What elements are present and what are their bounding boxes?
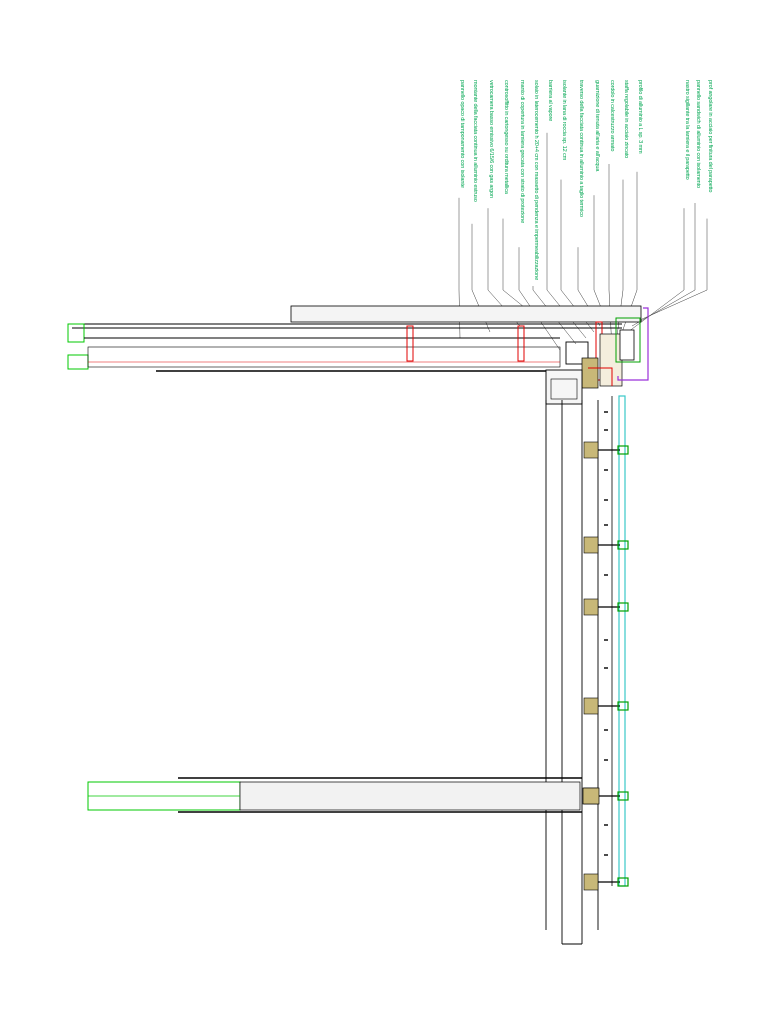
parapet-insulation bbox=[599, 333, 623, 387]
bracket-block bbox=[583, 598, 599, 616]
parapet-red-trim bbox=[588, 367, 613, 386]
annotation-n16: pannello opaco di tamponamento con isola… bbox=[459, 80, 465, 188]
leader-n6 bbox=[608, 164, 613, 351]
steel-post-1 bbox=[406, 325, 414, 362]
leader-n12 bbox=[518, 247, 561, 351]
mullion-bracket bbox=[583, 598, 629, 616]
wall-anchors bbox=[604, 411, 608, 856]
floor-assembly bbox=[87, 777, 600, 813]
annotation-n12: manto di copertura in lamiera grecata co… bbox=[519, 80, 525, 223]
annotation-n7: guarnizione di tenuta all'aria e all'acq… bbox=[594, 80, 600, 172]
mullion-bracket bbox=[583, 441, 629, 459]
leader-n3 bbox=[627, 208, 685, 333]
floor-insulation bbox=[239, 781, 581, 811]
annotation-n3: nastro sigillante tra la lamiera e il pa… bbox=[684, 80, 690, 180]
bracket-block bbox=[583, 441, 599, 459]
mullion-bracket bbox=[583, 536, 629, 554]
bracket-clip bbox=[617, 791, 629, 801]
ceiling-panel-outline bbox=[67, 354, 89, 370]
leader-n7 bbox=[593, 195, 607, 321]
parapet-cap-core bbox=[619, 329, 635, 361]
bracket-clip bbox=[617, 877, 629, 887]
parapet-box bbox=[565, 341, 589, 365]
roof-assembly bbox=[67, 305, 649, 405]
edge-beam bbox=[545, 369, 583, 405]
annotation-n10: barriera al vapore bbox=[547, 80, 553, 121]
bracket-clip bbox=[617, 540, 629, 550]
bracket-block bbox=[583, 697, 599, 715]
curtain-wall bbox=[545, 395, 626, 945]
roof-slab-green-outline bbox=[67, 323, 85, 343]
bracket-clip bbox=[617, 602, 629, 612]
mullion-bracket bbox=[583, 697, 629, 715]
mullion-bracket bbox=[583, 873, 629, 891]
leader-n2 bbox=[631, 203, 696, 327]
bracket-block bbox=[583, 536, 599, 554]
annotation-n13: controsoffitto in cartongesso su orditur… bbox=[503, 80, 509, 195]
annotation-block: prof angolare in acciaio per finitura de… bbox=[459, 80, 713, 280]
ceiling-band-outline bbox=[87, 346, 561, 368]
bracket-clip bbox=[617, 445, 629, 455]
leader-n1 bbox=[639, 218, 708, 321]
annotation-n15: montante della facciata continua in allu… bbox=[472, 80, 478, 202]
leader-n11 bbox=[532, 286, 577, 345]
annotation-n1: prof angolare in acciaio per finitura de… bbox=[707, 80, 713, 192]
annotation-n4: profilo di alluminio a L sp. 3 mm bbox=[637, 80, 643, 154]
edge-beam-inner bbox=[550, 378, 578, 400]
floor-edge-wood bbox=[582, 787, 600, 805]
annotation-n14: vetrocamera basso emissivo 6/15/6 con ga… bbox=[488, 80, 494, 198]
parapet-flashing-trim bbox=[617, 307, 649, 381]
parapet-cap-green bbox=[615, 317, 641, 363]
leader-n5 bbox=[615, 179, 624, 345]
bracket-block bbox=[583, 873, 599, 891]
annotation-n11: solaio in laterocemento h 20+4 cm con ma… bbox=[533, 80, 539, 280]
glass-pane bbox=[618, 395, 626, 887]
annotation-n5: staffa regolabile in acciaio zincato bbox=[623, 80, 629, 158]
mullion-brackets bbox=[583, 441, 629, 891]
roof-top-insulation bbox=[290, 305, 642, 323]
annotation-n6: cordolo in calcestruzzo armato bbox=[609, 80, 615, 151]
bracket-clip bbox=[617, 701, 629, 711]
annotation-n2: pannello sandwich di alluminio con isola… bbox=[695, 80, 701, 188]
steel-post-2 bbox=[517, 325, 525, 362]
parapet-wood bbox=[581, 357, 599, 389]
annotation-n8: traverso della facciata continua in allu… bbox=[578, 80, 584, 217]
annotation-n9: isolante in lana di roccia sp. 12 cm bbox=[561, 80, 567, 161]
